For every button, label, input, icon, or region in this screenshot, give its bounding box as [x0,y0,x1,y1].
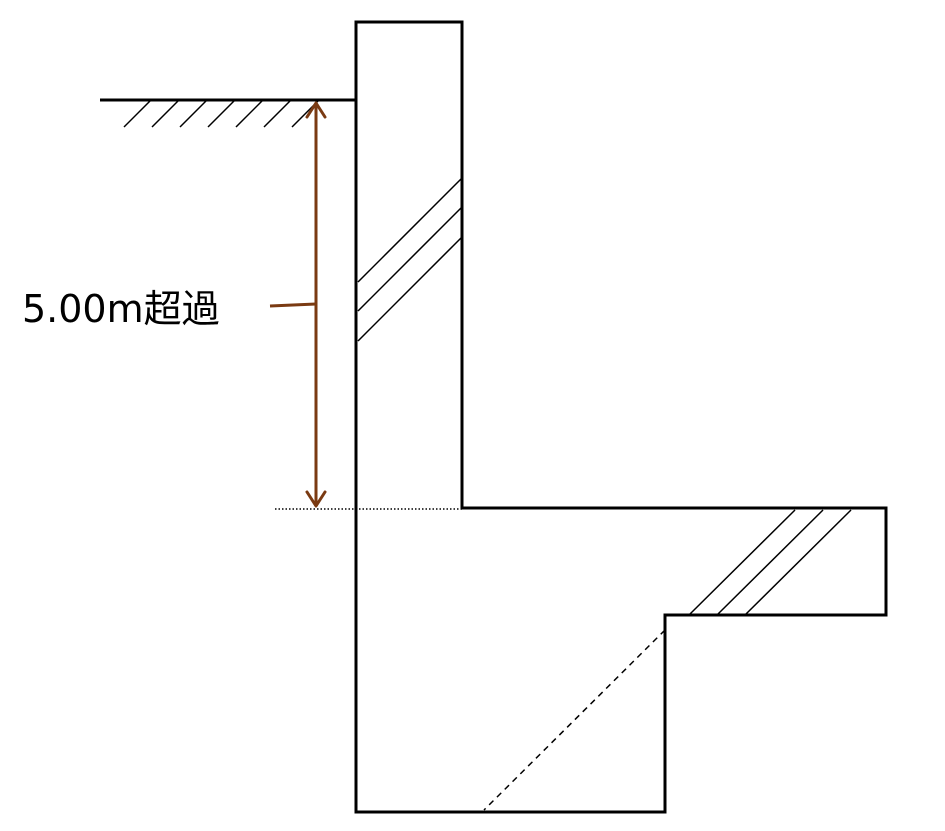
dimension-label: 5.00m超過 [22,287,220,331]
footing-dashed-line [483,629,666,811]
dimension-arrow-top [305,101,327,119]
wall-outline [354,20,888,814]
stem-break-marks [357,177,463,342]
dimension-arrow-bottom [305,490,327,508]
dimension-leader [269,302,317,308]
heel-break-marks [689,509,852,615]
ground-hatching [123,100,319,128]
